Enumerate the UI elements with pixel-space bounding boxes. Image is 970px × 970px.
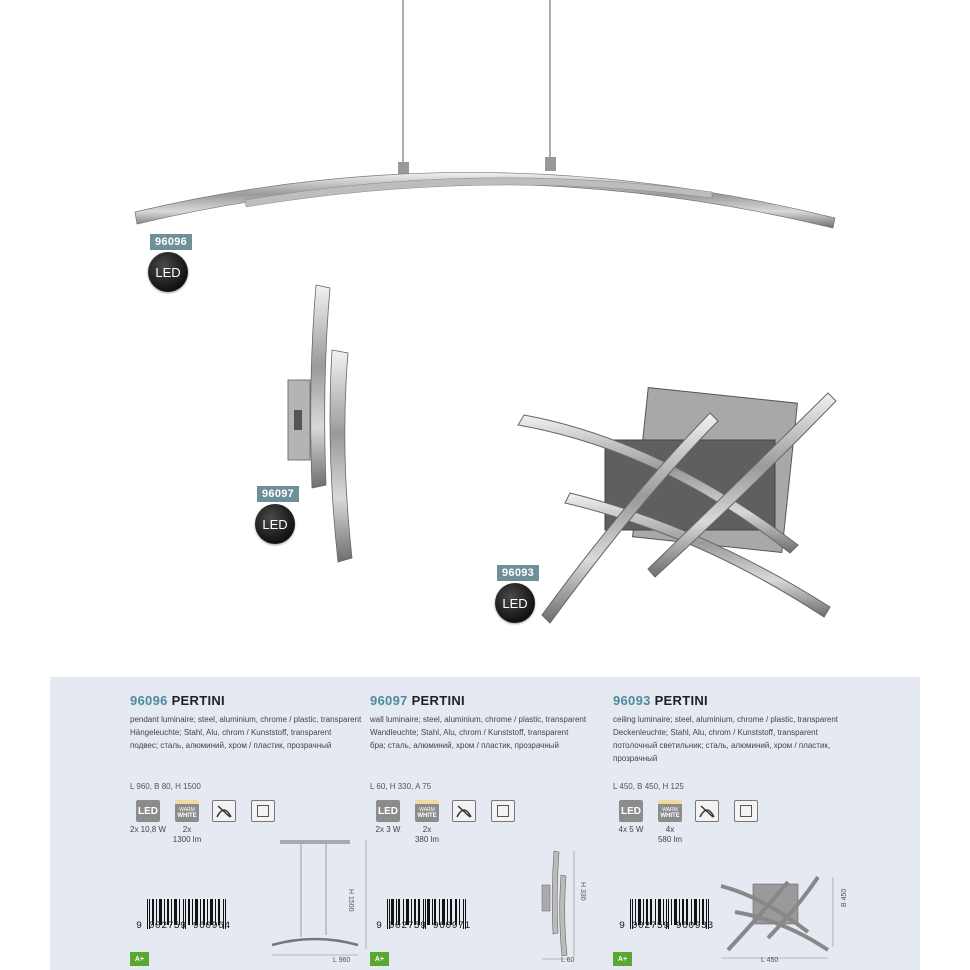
protection-class-icon (734, 800, 758, 822)
description-de: Deckenleuchte; Stahl, Alu, chrom / Kunst… (613, 728, 818, 737)
warm-label: WARM (662, 807, 678, 813)
description-en: ceiling luminaire; steel, aluminium, chr… (613, 715, 838, 724)
product-column-96093: 96093 PERTINI ceiling luminaire; steel, … (613, 677, 903, 970)
power-spec: 2x 10,8 W (130, 825, 167, 834)
dimension-length-label: L 60 (561, 957, 575, 964)
led-badge: LED (495, 583, 535, 623)
description-ru: потолочный светильник; сталь, алюминий, … (613, 741, 831, 763)
description-en: wall luminaire; steel, aluminium, chrome… (370, 715, 587, 724)
quantity-spec: 2x (182, 825, 192, 834)
barcode-number: 9 002759 960964 (136, 921, 231, 932)
power-spec: 4x 5 W (618, 825, 644, 834)
energy-class-badge: A+ (613, 952, 632, 966)
product-code-tag: 96097 (257, 486, 300, 502)
product-name: PERTINI (411, 693, 465, 708)
barcode (387, 899, 466, 929)
product-code: 96097 (370, 693, 408, 708)
no-dimmer-icon (695, 800, 719, 822)
warm-label: WARM (179, 807, 195, 813)
product-info-panel: 96096 PERTINI pendant luminaire; steel, … (50, 677, 920, 970)
lumen-spec: 1300 lm (172, 835, 202, 844)
dimension-length-label: L 450 (761, 957, 779, 964)
dimensions: L 450, B 450, H 125 (613, 782, 684, 791)
led-icon: LED (619, 800, 643, 822)
dimension-length-label: L 960 (333, 957, 351, 964)
product-name: PERTINI (654, 693, 708, 708)
product-title: 96096 PERTINI (130, 693, 225, 708)
power-spec: 2x 3 W (375, 825, 401, 834)
dimension-height-label: H 330 (579, 882, 586, 901)
energy-class-badge: A+ (370, 952, 389, 966)
product-description: ceiling luminaire; steel, aluminium, chr… (613, 713, 843, 765)
product-code-tag: 96096 (150, 234, 193, 250)
product-title: 96093 PERTINI (613, 693, 708, 708)
no-dimmer-icon (452, 800, 476, 822)
led-badge: LED (148, 252, 188, 292)
quantity-spec: 2x (422, 825, 432, 834)
pendant-lamp-image (134, 0, 836, 229)
ceiling-lamp-image (517, 387, 837, 624)
energy-class-badge: A+ (130, 952, 149, 966)
product-title: 96097 PERTINI (370, 693, 465, 708)
description-ru: бра; сталь, алюминий, хром / пластик, пр… (370, 741, 559, 750)
product-column-96097: 96097 PERTINI wall luminaire; steel, alu… (370, 677, 660, 970)
product-code: 96096 (130, 693, 168, 708)
dimensions: L 960, B 80, H 1500 (130, 782, 201, 791)
lumen-spec: 580 lm (657, 835, 682, 844)
warm-label: WARM (419, 807, 435, 813)
protection-class-icon (251, 800, 275, 822)
product-code-tag: 96093 (497, 565, 540, 581)
lumen-spec: 380 lm (414, 835, 439, 844)
white-label: WHITE (660, 813, 680, 819)
warm-white-icon: WARM WHITE (415, 800, 439, 822)
warm-white-icon: WARM WHITE (175, 800, 199, 822)
product-name: PERTINI (171, 693, 225, 708)
barcode-number: 9 002759 960971 (376, 921, 471, 932)
description-en: pendant luminaire; steel, aluminium, chr… (130, 715, 362, 724)
ceiling-lamp-dimension-drawing (720, 875, 834, 959)
product-code: 96093 (613, 693, 651, 708)
wall-lamp-image (287, 284, 353, 563)
barcode (147, 899, 226, 929)
product-description: pendant luminaire; steel, aluminium, chr… (130, 713, 380, 752)
description-ru: подвес; сталь, алюминий, хром / пластик,… (130, 741, 332, 750)
warm-white-icon: WARM WHITE (658, 800, 682, 822)
led-icon: LED (376, 800, 400, 822)
wall-lamp-dimension-drawing (541, 850, 575, 960)
led-badge: LED (255, 504, 295, 544)
white-label: WHITE (417, 813, 437, 819)
dimensions: L 60, H 330, A 75 (370, 782, 432, 791)
barcode-number: 9 002759 960933 (619, 921, 714, 932)
product-description: wall luminaire; steel, aluminium, chrome… (370, 713, 620, 752)
product-column-96096: 96096 PERTINI pendant luminaire; steel, … (130, 677, 420, 970)
white-label: WHITE (177, 813, 197, 819)
quantity-spec: 4x (665, 825, 675, 834)
pendant-dimension-drawing (271, 840, 367, 956)
dimension-height-label: H 1500 (347, 889, 354, 912)
led-icon: LED (136, 800, 160, 822)
description-de: Wandleuchte; Stahl, Alu, chrom / Kunstst… (370, 728, 569, 737)
barcode (630, 899, 709, 929)
protection-class-icon (491, 800, 515, 822)
no-dimmer-icon (212, 800, 236, 822)
description-de: Hängeleuchte; Stahl, Alu, chrom / Kunsts… (130, 728, 332, 737)
dimension-width-label: B 450 (841, 888, 848, 907)
